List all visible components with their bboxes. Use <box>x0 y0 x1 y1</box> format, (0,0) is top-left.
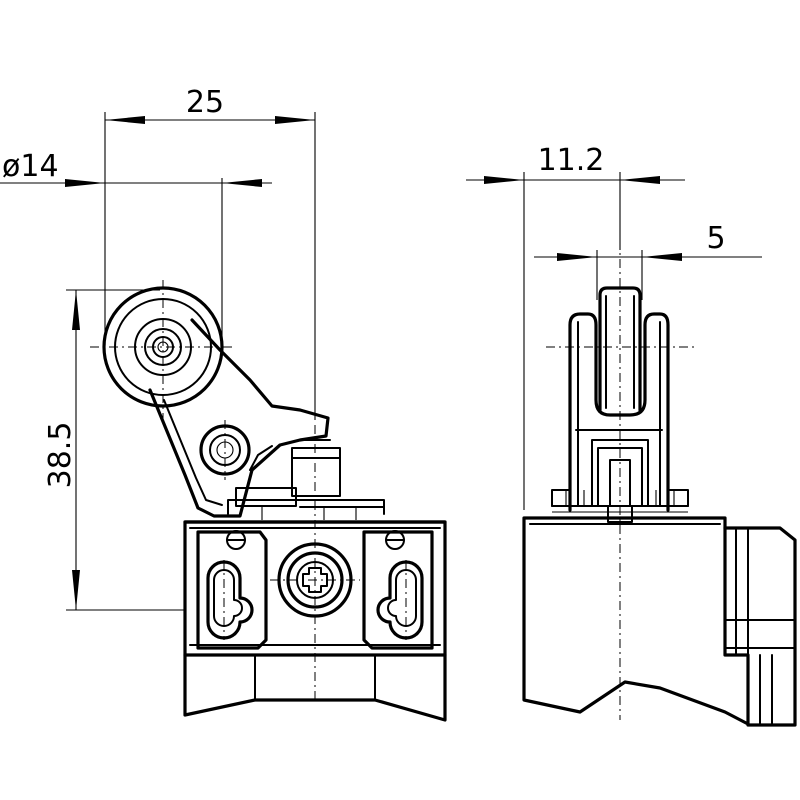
dimension-height-label: 38.5 <box>43 422 78 489</box>
dimension-5-label: 5 <box>706 221 725 256</box>
housing-side <box>522 516 797 727</box>
dimension-5: 5 <box>534 221 762 261</box>
dimension-diameter-14: ø14 <box>0 149 272 187</box>
dimension-38-5: 38.5 <box>43 290 80 610</box>
front-center-lines <box>90 280 407 700</box>
side-view: 11.2 5 <box>466 143 797 727</box>
side-extension-lines <box>523 172 643 510</box>
dimension-25-label: 25 <box>186 85 224 120</box>
dimension-11-2: 11.2 <box>466 143 685 184</box>
dimension-11-2-label: 11.2 <box>538 143 605 178</box>
front-extension-lines <box>66 112 316 611</box>
plunger <box>291 439 341 497</box>
roller-side <box>598 286 642 412</box>
lever-fork <box>568 312 670 512</box>
front-view: 25 ø14 38.5 <box>0 85 447 722</box>
dimension-25: 25 <box>105 85 315 124</box>
dimension-diameter-label: ø14 <box>2 149 59 184</box>
side-center-lines <box>546 240 694 720</box>
lever-arm <box>148 318 330 518</box>
cap <box>227 487 385 520</box>
